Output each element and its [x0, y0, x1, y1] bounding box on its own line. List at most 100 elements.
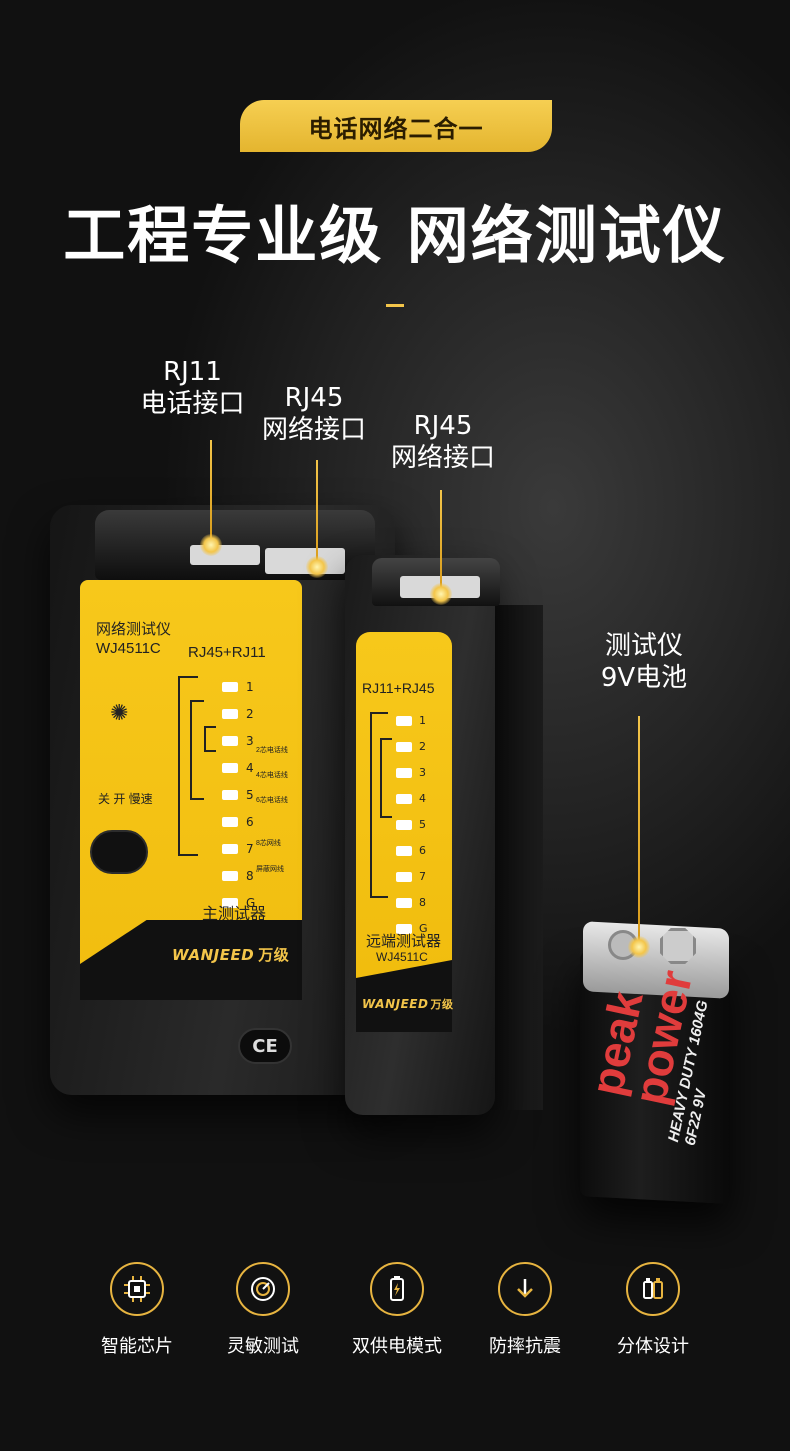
feature-dual-power: 双供电模式	[327, 1262, 467, 1358]
wire-note: 2芯电话线	[256, 747, 288, 754]
led-number: 3	[246, 734, 254, 748]
led-number: G	[246, 896, 256, 910]
switch-label: 关 开 慢速	[98, 792, 153, 806]
feature-sensitive: 灵敏测试	[193, 1262, 333, 1358]
remote-unit-title: 远端测试器	[366, 933, 442, 950]
callout-rj45-remote: RJ45 网络接口	[384, 410, 502, 474]
remote-brand-logo: WANJEED 万级	[362, 996, 453, 1012]
led-number: 6	[419, 844, 426, 857]
rj45-jack-main	[265, 548, 345, 574]
wire-bracket-core	[204, 726, 216, 752]
main-unit-model: WJ4511C	[96, 640, 161, 657]
headline: 工程专业级 网络测试仪	[63, 199, 727, 272]
brand-name: WANJEED	[362, 997, 429, 1011]
wire-bracket-outer	[178, 676, 198, 856]
brand-name-cn: 万级	[258, 946, 290, 964]
led	[222, 709, 238, 719]
battery-icon	[370, 1262, 424, 1316]
remote-wire-bracket-inner	[380, 738, 392, 818]
badge: 电话网络二合一	[240, 100, 552, 152]
led-number: 2	[419, 740, 426, 753]
feature-label: 双供电模式	[352, 1336, 442, 1357]
remote-tester-side	[488, 605, 543, 1110]
feature-label: 灵敏测试	[227, 1336, 299, 1357]
led-number: 7	[246, 842, 254, 856]
led-number: G	[419, 922, 428, 935]
arrow-down-icon	[498, 1262, 552, 1316]
callout-battery: 测试仪 9V电池	[596, 630, 692, 694]
main-unit-title: 主测试器	[202, 906, 267, 923]
led	[396, 897, 412, 908]
callout-line2: 电话接口	[140, 389, 245, 419]
led-number: 5	[419, 818, 426, 831]
callout-rj45-remote-dot	[430, 583, 452, 605]
callout-rj45-main: RJ45 网络接口	[255, 382, 373, 446]
remote-wire-bracket	[370, 712, 388, 898]
main-brand-logo: WANJEED 万级	[172, 944, 289, 965]
callout-line1: RJ45	[413, 411, 473, 441]
led-number: 8	[419, 896, 426, 909]
led	[222, 763, 238, 773]
led	[222, 844, 238, 854]
wire-note: 4芯电话线	[256, 772, 288, 779]
led	[396, 819, 412, 830]
callout-rj11-dot	[200, 534, 222, 556]
led	[396, 715, 412, 726]
feature-chip: 智能芯片	[67, 1262, 207, 1358]
led	[222, 790, 238, 800]
remote-unit-model: WJ4511C	[376, 950, 428, 964]
callout-line1: RJ11	[163, 357, 222, 387]
feature-label: 智能芯片	[101, 1336, 173, 1357]
led	[396, 923, 412, 934]
brand-name-cn: 万级	[430, 998, 454, 1011]
split-icon	[626, 1262, 680, 1316]
remote-ports-label: RJ11+RJ45	[362, 680, 435, 696]
led	[222, 898, 238, 908]
led-number: 5	[246, 788, 254, 802]
wire-note: 8芯网线	[256, 840, 281, 847]
feature-split-design: 分体设计	[583, 1262, 723, 1358]
led	[396, 767, 412, 778]
led	[396, 741, 412, 752]
wire-note: 6芯电话线	[256, 797, 288, 804]
battery-terminal-hex	[660, 928, 696, 964]
ce-mark: CE	[238, 1028, 292, 1064]
led	[222, 736, 238, 746]
accent-dash	[386, 304, 404, 307]
callout-line2: 9V电池	[600, 663, 688, 693]
main-unit-name: 网络测试仪	[96, 621, 172, 638]
power-switch[interactable]	[90, 830, 148, 874]
led-number: 8	[246, 869, 254, 883]
led-number: 4	[419, 792, 426, 805]
led-number: 1	[419, 714, 426, 727]
callout-battery-dot	[628, 936, 650, 958]
callout-line2: 网络接口	[261, 415, 366, 445]
feature-label: 防摔抗震	[489, 1336, 561, 1357]
led-number: 6	[246, 815, 254, 829]
callout-rj11-line	[210, 440, 212, 544]
gauge-icon	[236, 1262, 290, 1316]
led-number: 7	[419, 870, 426, 883]
led	[396, 871, 412, 882]
callout-rj11: RJ11 电话接口	[135, 356, 250, 420]
callout-rj45-main-dot	[306, 556, 328, 578]
led-number: 2	[246, 707, 254, 721]
chip-icon	[110, 1262, 164, 1316]
led-number: 3	[419, 766, 426, 779]
led	[222, 871, 238, 881]
main-led-column: 1 2 3 4 5 6 7 8 G	[222, 680, 255, 910]
callout-line1: 测试仪	[604, 631, 683, 661]
led-number: 1	[246, 680, 254, 694]
led	[396, 793, 412, 804]
callout-battery-line	[638, 716, 640, 942]
wire-note: 屏蔽网线	[256, 866, 284, 873]
led	[222, 682, 238, 692]
buzzer-icon: ✺	[110, 700, 129, 725]
wire-bracket-inner	[190, 700, 204, 800]
main-unit-ports-label: RJ45+RJ11	[188, 644, 266, 661]
remote-led-column: 1 2 3 4 5 6 7 8 G	[396, 714, 428, 935]
callout-line1: RJ45	[284, 383, 344, 413]
callout-rj45-main-line	[316, 460, 318, 566]
callout-rj45-remote-line	[440, 490, 442, 590]
brand-name: WANJEED	[172, 945, 255, 964]
